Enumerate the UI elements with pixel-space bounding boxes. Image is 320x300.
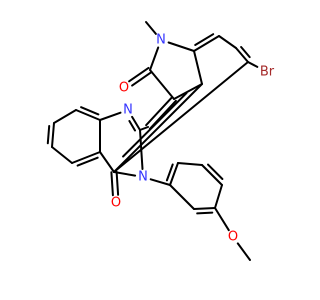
bond-line: [80, 106, 100, 116]
bond-line: [247, 61, 259, 68]
bond-line: [128, 120, 136, 132]
atom-label-o: O: [228, 230, 238, 245]
bond-line: [99, 151, 115, 173]
bond-line: [139, 126, 149, 131]
bond-line: [110, 171, 114, 197]
bond-line: [214, 207, 230, 232]
bond-line: [169, 184, 195, 210]
bond-line: [115, 170, 120, 196]
bond-line: [235, 47, 249, 63]
atom-label-n: N: [123, 103, 133, 118]
atom-label-br: Br: [260, 65, 275, 80]
bond-line: [193, 35, 220, 52]
bond-line: [51, 146, 73, 164]
bond-line: [53, 109, 77, 124]
bond-line: [113, 171, 137, 177]
atom-label-n: N: [138, 170, 148, 185]
bond-line: [75, 109, 101, 121]
atom-label-o: O: [111, 196, 121, 211]
bonds: [46, 21, 259, 261]
bond-line: [148, 99, 177, 130]
bond-line: [99, 111, 122, 121]
bond-line: [236, 242, 251, 261]
bond-line: [149, 69, 175, 100]
bond-line: [201, 164, 223, 186]
bond-line: [214, 184, 223, 209]
bond-line: [240, 46, 251, 59]
bond-line: [113, 83, 203, 173]
atom-label-n: N: [156, 33, 166, 48]
bond-line: [51, 122, 55, 148]
bond-line: [131, 71, 153, 87]
bond-line: [149, 46, 160, 71]
bond-line: [169, 162, 179, 186]
bond-line: [71, 151, 101, 164]
bond-line: [149, 178, 171, 186]
bond-line: [131, 115, 141, 131]
bond-line: [218, 35, 237, 49]
bond-line: [165, 163, 174, 182]
bond-line: [193, 207, 216, 210]
bond-line: [194, 33, 215, 46]
bond-line: [128, 66, 150, 83]
bond-line: [145, 21, 157, 35]
bond-line: [177, 162, 203, 166]
bond-line: [46, 125, 51, 145]
atom-label-o: O: [119, 81, 129, 96]
bond-line: [207, 163, 224, 180]
bond-line: [173, 83, 203, 100]
bond-line: [113, 61, 249, 173]
bond-line: [139, 129, 144, 170]
bond-line: [145, 96, 174, 127]
bond-line: [196, 211, 214, 215]
bond-line: [76, 156, 99, 167]
bond-line: [193, 50, 203, 85]
bond-line: [167, 41, 195, 52]
